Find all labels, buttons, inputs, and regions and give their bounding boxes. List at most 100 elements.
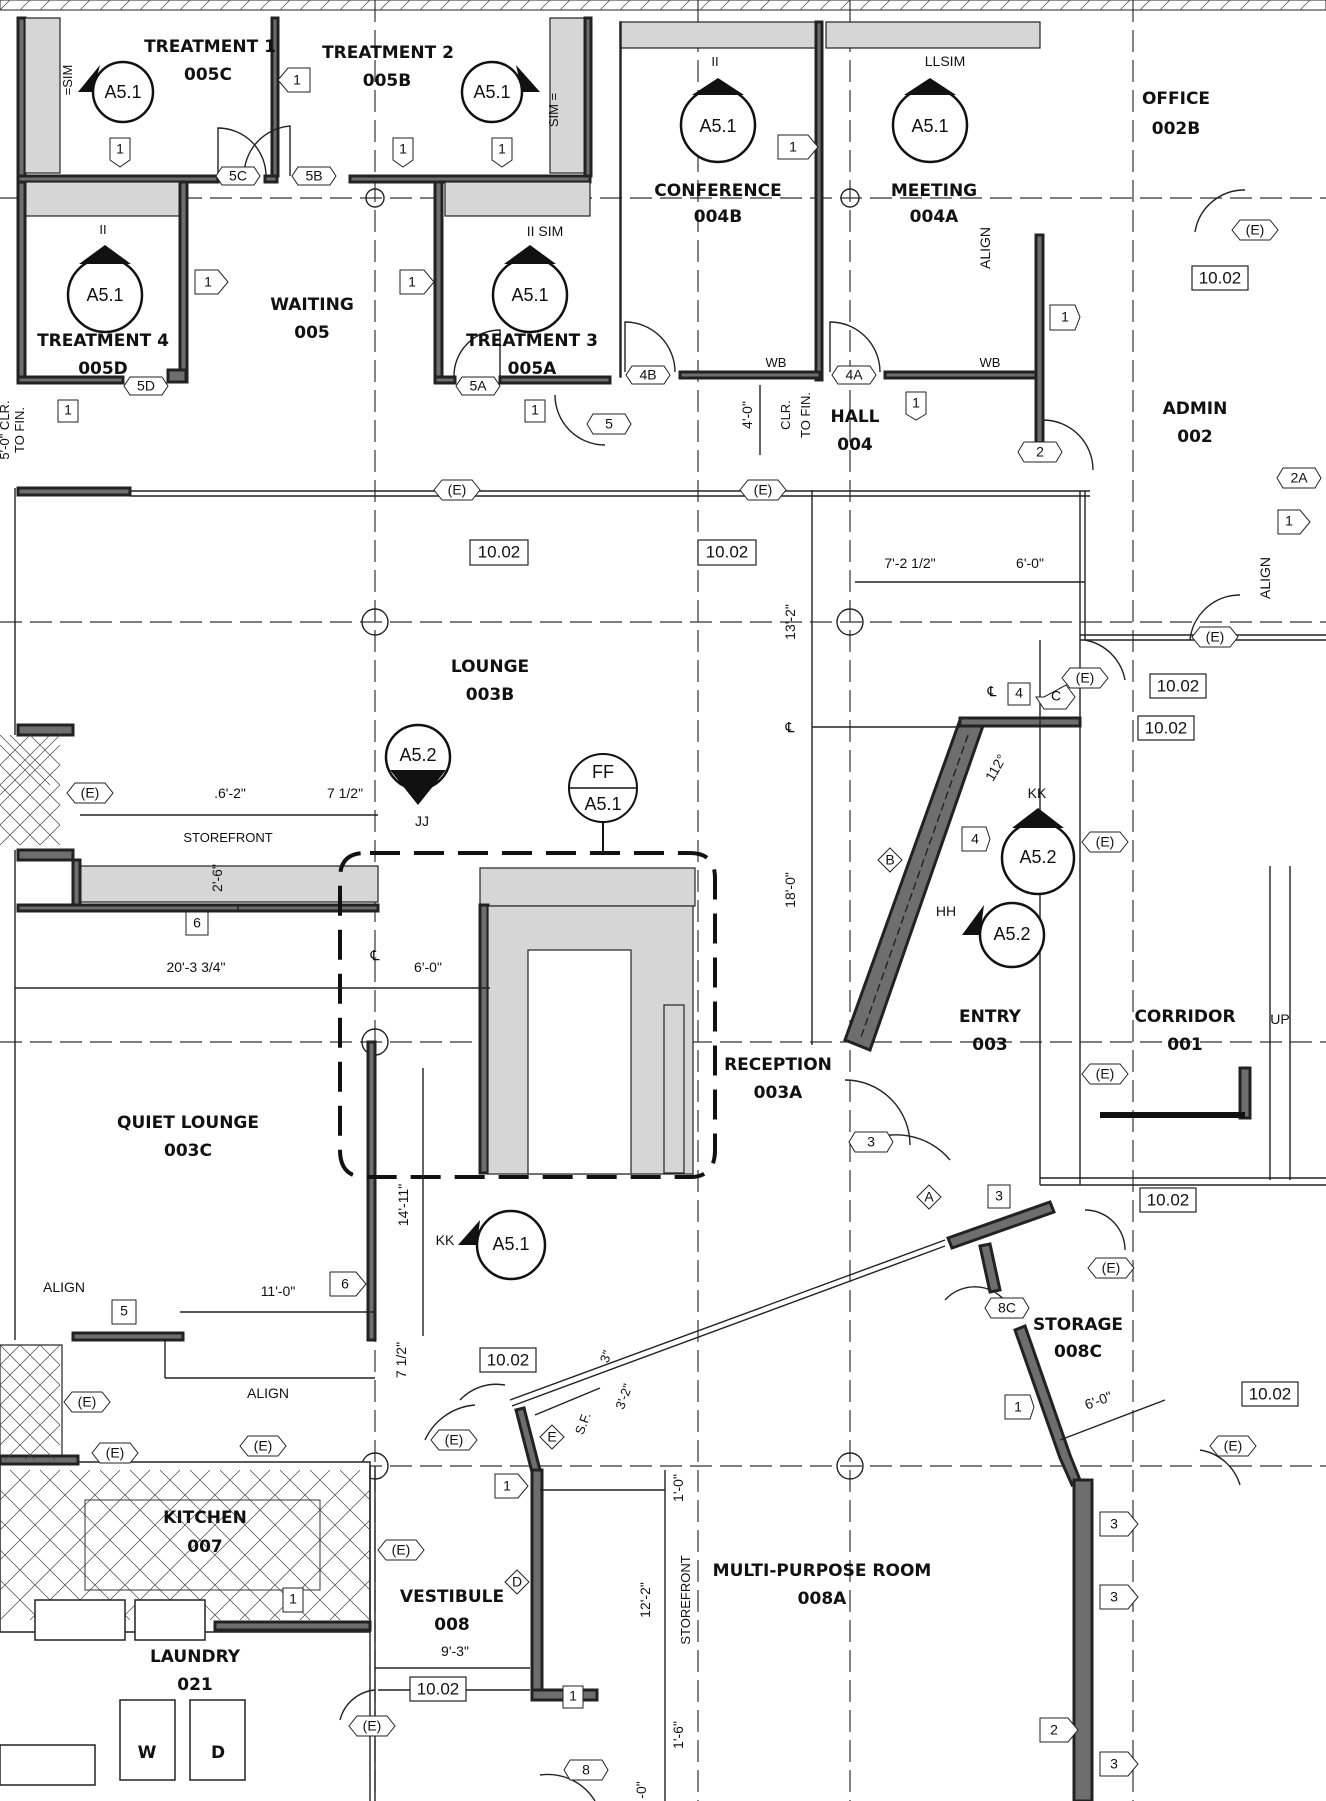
align-label: ALIGN [247, 1385, 289, 1401]
dimension: 2'-6" [209, 864, 225, 892]
centerline-symbol: ℄ [785, 719, 795, 735]
door-tag-label: 4B [639, 367, 656, 383]
room-number: 005 [294, 323, 330, 343]
door-tag-label: 2 [1036, 444, 1044, 460]
door-tag-label: 8 [582, 1762, 590, 1778]
section-marker: A5.2 KK [1000, 785, 1076, 896]
wall-type-tag: 1 [905, 391, 927, 421]
dryer-label: D [211, 1743, 225, 1763]
dimension: 9'-3" [441, 1643, 469, 1659]
keynote-label: 10.02 [706, 542, 749, 561]
keynote-label: 10.02 [1145, 718, 1188, 737]
door-tag: 5 [586, 413, 632, 435]
section-mark: =SIM [60, 65, 75, 96]
walls [0, 16, 1326, 1801]
wall-type-tag: 1 [777, 134, 819, 160]
existing-label: (E) [392, 1542, 411, 1558]
keynote-tag: 10.02 [697, 539, 757, 566]
section-marker: A5.1 LLSIM [891, 53, 969, 164]
room-name: OFFICE [1142, 89, 1210, 109]
section-mark: II [711, 54, 718, 69]
wall-type-label: 1 [789, 139, 797, 155]
storefront-label: STOREFRONT [183, 830, 272, 845]
dimension: 6'-0" [1016, 555, 1044, 571]
dimension: 6'-0" [414, 959, 442, 975]
room-name: HALL [830, 407, 879, 427]
wall-type-tag: 4 [1007, 682, 1031, 706]
keynote-tag: 10.02 [409, 1676, 467, 1702]
keynote-label: 10.02 [1147, 1190, 1190, 1209]
keynote-tag: 10.02 [479, 1347, 537, 1373]
keynote-tag: 10.02 [1241, 1381, 1299, 1407]
room-labels: TREATMENT 1 005C TREATMENT 2 005B CONFER… [37, 37, 1235, 1695]
wall-type-label: 1 [116, 141, 124, 157]
door-tag-label: 5D [137, 378, 155, 394]
section-sheet: A5.1 [104, 82, 141, 102]
wall-type-tag: 6 [329, 1271, 367, 1297]
room-name: KITCHEN [163, 1508, 247, 1528]
door-tag: 8C [984, 1297, 1030, 1319]
door-tag-label: 3 [867, 1134, 875, 1150]
dimension: 7'-2 1/2" [884, 555, 935, 571]
dimension: 20'-3 3/4" [166, 959, 225, 975]
existing-label: (E) [254, 1438, 273, 1454]
wall-type-label: 5 [120, 1303, 128, 1319]
section-mark: SIM = [546, 93, 561, 127]
elevation-sheet: A5.1 [584, 794, 621, 814]
wall-type-label: 3 [1110, 1516, 1118, 1532]
room-name: LAUNDRY [150, 1647, 241, 1667]
wall-type-tag: 6 [185, 911, 209, 936]
dimension: 11'-0" [261, 1283, 296, 1299]
section-sheet: A5.2 [1019, 847, 1056, 867]
section-markers: A5.1 =SIM A5.1 SIM = A5.1 II A5.1 LLSIM … [60, 53, 1076, 1281]
wall-type-tag: 3 [1099, 1751, 1139, 1777]
room-number: 003C [164, 1141, 212, 1161]
existing-label: (E) [448, 482, 467, 498]
room-number: 003B [466, 685, 514, 705]
section-marker: A5.1 II [679, 54, 757, 164]
wall-type-label: 4 [1015, 685, 1023, 701]
room-number: 004A [910, 207, 959, 227]
dimension-lines [15, 385, 1166, 1801]
centerline-symbol: ℄ [370, 947, 380, 963]
section-sheet: A5.1 [473, 82, 510, 102]
dimension-text: 7'-2 1/2" 6'-0" 13'-2" 18'-0" 112° .6'-2… [0, 400, 1114, 1798]
dimension: 112° [982, 751, 1010, 783]
door-tag: 4A [831, 365, 877, 385]
door-tag: 3 [848, 1131, 894, 1153]
section-sheet: A5.1 [492, 1234, 529, 1254]
section-mark: LLSIM [925, 53, 965, 69]
existing-tag: (E) [739, 479, 787, 501]
existing-tag: (E) [91, 1442, 139, 1464]
keynote-tags: 10.02 10.02 10.02 10.02 10.02 10.02 10.0… [409, 265, 1299, 1702]
dimension: .6'-2" [214, 785, 246, 801]
section-mark: JJ [415, 813, 429, 829]
door-tag: 8 [563, 1759, 609, 1781]
door-tag: 4B [625, 365, 671, 385]
dimension: 3" [597, 1348, 615, 1365]
align-label: ALIGN [977, 227, 993, 269]
section-marker: A5.2 JJ [384, 723, 452, 829]
to-fin-label: TO FIN. [12, 407, 27, 453]
existing-label: (E) [363, 1718, 382, 1734]
section-sheet: A5.2 [993, 924, 1030, 944]
section-mark: HH [936, 903, 956, 919]
door-tag: 5D [123, 376, 169, 396]
wall-type-tag: 1 [277, 67, 311, 93]
wall-type-tag: 1 [399, 269, 435, 295]
wall-type-label: 6 [341, 1276, 349, 1292]
room-number: 005A [508, 359, 557, 379]
wall-type-label: 1 [1285, 513, 1293, 529]
elevation-marker: FF A5.1 [568, 753, 638, 852]
existing-label: (E) [1096, 1066, 1115, 1082]
existing-tag: (E) [430, 1429, 478, 1451]
room-number: 001 [1167, 1035, 1203, 1055]
room-name: TREATMENT 2 [322, 43, 454, 63]
section-sheet: A5.2 [399, 745, 436, 765]
wall-type-label: 1 [498, 141, 506, 157]
existing-tag: (E) [1061, 667, 1109, 689]
wall-type-label: 3 [995, 1188, 1003, 1204]
section-marker: A5.1 [78, 60, 155, 124]
wall-type-tag: 1 [194, 269, 229, 295]
section-sheet: A5.1 [699, 116, 736, 136]
